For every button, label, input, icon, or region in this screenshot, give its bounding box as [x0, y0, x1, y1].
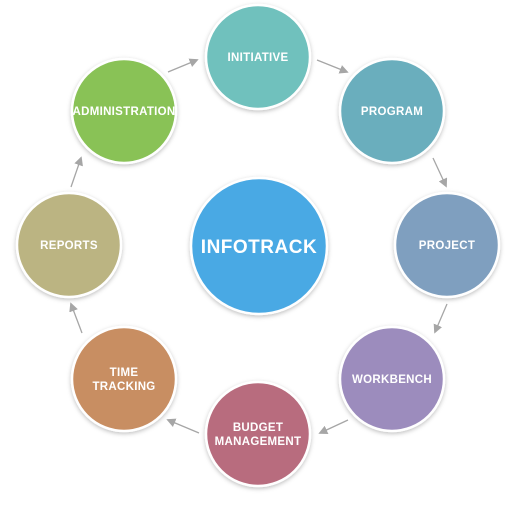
node-administration: ADMINISTRATION: [70, 57, 178, 165]
arrow-program-to-project: [432, 157, 448, 188]
node-label-administration: ADMINISTRATION: [72, 106, 175, 118]
node-label-budget-management-line-1: BUDGET: [233, 422, 283, 434]
node-budget-management: BUDGET MANAGEMENT: [204, 380, 312, 488]
arrow-project-to-workbench: [433, 303, 448, 334]
node-circle-reports: [15, 191, 123, 299]
node-label-project: PROJECT: [419, 240, 475, 252]
node-label-budget-management-line-2: MANAGEMENT: [215, 436, 302, 448]
node-circle-budget-management: [204, 380, 312, 488]
arrow-administration-to-initiative: [167, 58, 199, 73]
arrow-timetracking-to-reports: [69, 302, 83, 334]
node-label-time-tracking-line-1: TIME: [110, 367, 139, 379]
node-initiative: INITIATIVE: [204, 3, 312, 111]
node-circle-administration: [70, 57, 178, 165]
node-workbench: WORKBENCH: [338, 325, 446, 433]
center-circle: [189, 176, 329, 316]
node-circle-initiative: [204, 3, 312, 111]
node-label-program: PROGRAM: [361, 106, 423, 118]
arrow-budget-to-timetracking: [166, 418, 200, 434]
node-program: PROGRAM: [338, 57, 446, 165]
cycle-nodes: INITIATIVE PROGRAM PROJECT WORKBENCH BUDGET M…: [15, 3, 501, 488]
arrow-workbench-to-budget: [318, 419, 349, 435]
node-circle-project: [393, 191, 501, 299]
node-label-time-tracking-line-2: TRACKING: [92, 381, 155, 393]
node-circle-program: [338, 57, 446, 165]
node-label-initiative: INITIATIVE: [228, 52, 289, 64]
node-label-reports: REPORTS: [40, 240, 98, 252]
node-time-tracking: TIME TRACKING: [70, 325, 178, 433]
node-circle-workbench: [338, 325, 446, 433]
node-label-workbench: WORKBENCH: [352, 374, 432, 386]
arrow-initiative-to-program: [316, 59, 349, 74]
node-circle-time-tracking: [70, 325, 178, 433]
node-project: PROJECT: [393, 191, 501, 299]
node-reports: REPORTS: [15, 191, 123, 299]
cycle-arrows: [69, 58, 448, 435]
center-node-infotrack: INFOTRACK: [189, 176, 329, 316]
arrow-reports-to-administration: [70, 156, 83, 188]
center-label: INFOTRACK: [201, 237, 317, 258]
